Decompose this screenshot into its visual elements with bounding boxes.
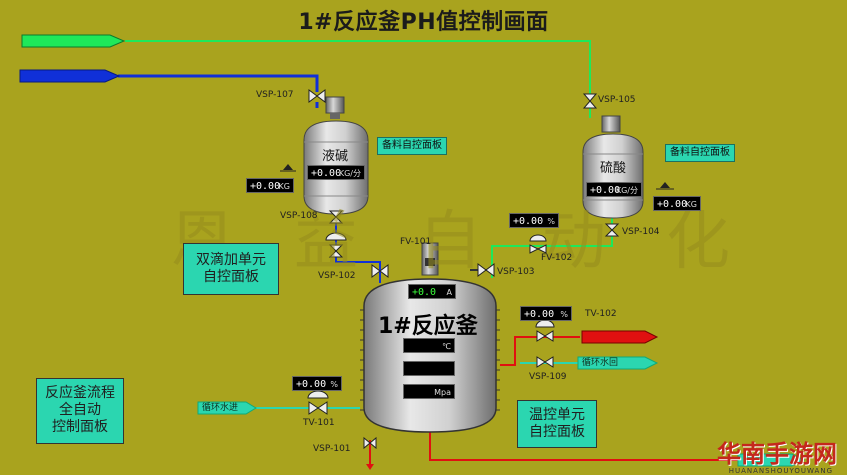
tag-tv102: TV-102: [585, 309, 617, 319]
valve-vsp102: [371, 264, 389, 278]
reactor-flow-panel-label: 反应釜流程 全自动 控制面板: [45, 385, 115, 435]
unit: %: [560, 310, 568, 319]
valve-vsp101: [363, 436, 377, 450]
value: +0.00: [657, 199, 688, 210]
blue-pipe: [118, 74, 319, 92]
right-tank-body: [582, 133, 644, 219]
tag-vsp101: VSP-101: [313, 444, 351, 454]
dual-drip-panel-button[interactable]: 双滴加单元 自控面板: [183, 243, 279, 295]
tag-fv101: FV-101: [400, 237, 432, 247]
base-pipe: [335, 218, 381, 283]
valve-vsp108: [328, 210, 344, 224]
unit: ℃: [442, 342, 451, 351]
unit: KG/分: [615, 186, 638, 195]
tv101-output-display: +0.00%: [292, 376, 342, 391]
blue-arrow-shape: [19, 69, 121, 83]
value: +0.00: [296, 379, 327, 390]
valve-vsp105: [582, 93, 598, 109]
tv102-output-display: +0.00%: [520, 306, 572, 321]
cool-in-arrow-shape: [197, 401, 257, 415]
tag-vsp103: VSP-103: [497, 267, 535, 277]
unit: KG: [685, 200, 697, 209]
value: +0.00: [524, 309, 555, 320]
tag-vsp102: VSP-102: [318, 271, 356, 281]
tag-vsp108: VSP-108: [280, 211, 318, 221]
green-arrow-shape: [21, 34, 126, 48]
cool-return-label[interactable]: 循环水回: [582, 358, 619, 368]
unit: %: [547, 217, 555, 226]
tag-vsp105: VSP-105: [598, 95, 636, 105]
tank-label-base: 液碱: [322, 149, 349, 164]
valve-vsp103: [477, 263, 495, 277]
tank-label-acid: 硫酸: [600, 161, 627, 176]
value: +0.00: [590, 185, 621, 196]
tag-fv102: FV-102: [541, 253, 573, 263]
cool-return-arrow-shape: [577, 356, 659, 370]
temp-control-panel-button[interactable]: 温控单元 自控面板: [517, 400, 597, 448]
unit: KG: [278, 182, 290, 191]
valve-fv102: [529, 234, 547, 254]
cool-in-label[interactable]: 循环水进: [202, 403, 239, 413]
reactor-label: 1#反应釜: [378, 314, 478, 339]
reactor-pressure-display: Mpa: [403, 384, 455, 399]
reactor-current-display: +0.0 A: [408, 284, 456, 299]
value: +0.00: [250, 181, 281, 192]
left-batch-panel-button[interactable]: 备料自控面板: [377, 137, 447, 155]
valve-vsp109: [536, 356, 554, 368]
unit: Mpa: [434, 388, 451, 397]
steam-in-label[interactable]: [582, 331, 645, 343]
reactor-second-display: [403, 361, 455, 376]
fv102-output-display: +0.00%: [509, 213, 559, 228]
steam-arrow-shape: [581, 330, 659, 344]
tag-tv101: TV-101: [303, 418, 335, 428]
unit: KG/分: [338, 169, 361, 178]
green-arrow-label[interactable]: [22, 35, 110, 47]
reactor-flow-panel-button[interactable]: 反应釜流程 全自动 控制面板: [36, 378, 124, 444]
valve-fv101: [325, 232, 347, 258]
left-tank-motor: [325, 96, 345, 114]
valve-tv101: [307, 390, 329, 415]
temp-control-panel-label: 温控单元 自控面板: [529, 407, 585, 440]
page-title: 1#反应釜PH值控制画面: [298, 10, 549, 35]
outlet-pipe: [429, 432, 740, 461]
value: +0.00: [513, 216, 544, 227]
site-logo-sub: HUANANSHOUYOUWANG: [728, 467, 833, 475]
tag-vsp107: VSP-107: [256, 90, 294, 100]
blue-arrow-label[interactable]: [20, 70, 105, 82]
unit: A: [446, 288, 452, 297]
reactor-temp-display: ℃: [403, 338, 455, 353]
right-tank-motor: [601, 115, 621, 133]
unit: %: [330, 380, 338, 389]
valve-vsp107: [308, 89, 326, 103]
site-logo: 华南手游网: [717, 440, 837, 468]
tag-vsp104: VSP-104: [622, 227, 660, 237]
green-pipe: [125, 40, 591, 98]
tag-vsp109: VSP-109: [529, 372, 567, 382]
outlet-arrow-shape: [737, 453, 806, 467]
valve-vsp104: [604, 223, 620, 237]
dual-drip-panel-label: 双滴加单元 自控面板: [196, 252, 266, 285]
value: +0.00: [311, 168, 342, 179]
right-batch-panel-button[interactable]: 备料自控面板: [665, 144, 735, 162]
value: +0.0: [412, 287, 437, 298]
reactor-body: [363, 278, 497, 433]
